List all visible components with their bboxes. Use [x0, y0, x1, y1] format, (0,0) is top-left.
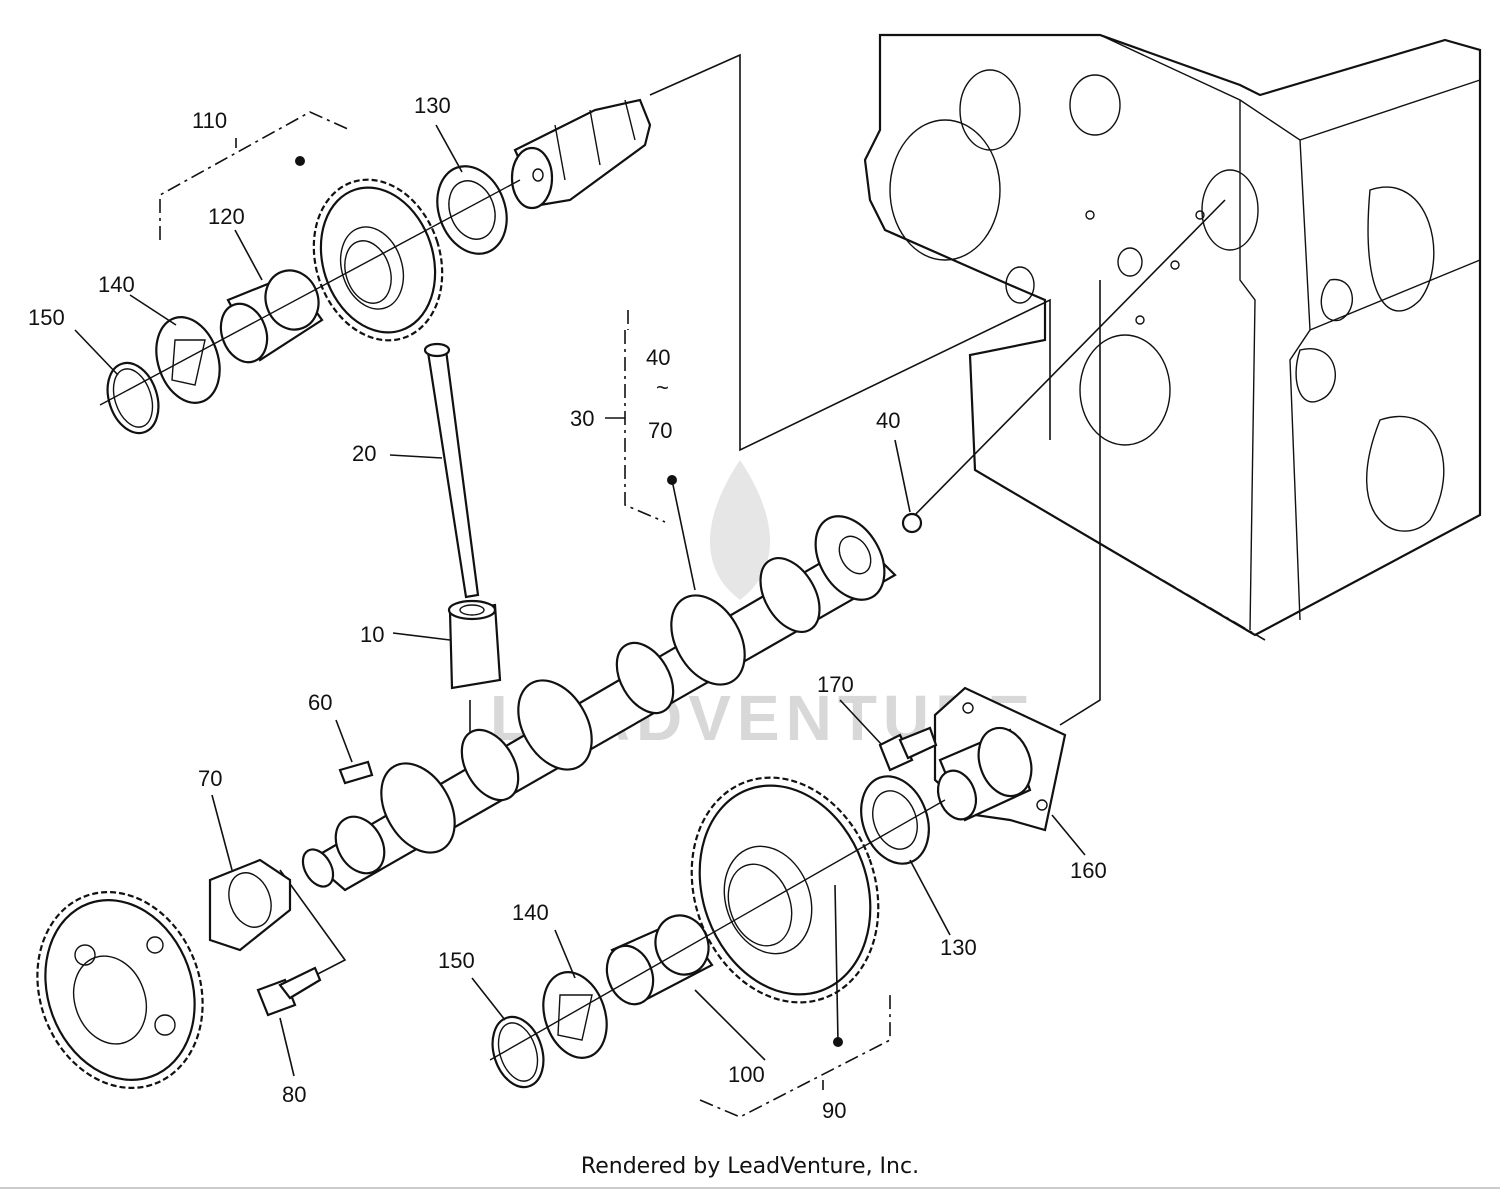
label-20: 20 — [352, 441, 376, 466]
camshaft-30 — [301, 512, 923, 892]
label-140-bottom: 140 — [512, 900, 549, 925]
label-70: 70 — [198, 766, 222, 791]
footer-credit: Rendered by LeadVenture, Inc. — [580, 1154, 920, 1179]
leaders — [74, 124, 1086, 1090]
thrust-washer-130-top — [436, 165, 508, 255]
bushing-100 — [605, 914, 714, 1006]
label-30: 30 — [570, 406, 594, 431]
label-130-top: 130 — [414, 93, 451, 118]
bushing-120 — [219, 269, 324, 364]
reference-dot-110 — [295, 156, 305, 166]
thrust-washer-140-top — [155, 316, 221, 404]
label-140-top: 140 — [98, 272, 135, 297]
label-10: 10 — [360, 622, 384, 647]
label-80: 80 — [282, 1082, 306, 1107]
camshaft-exploded-view: LEADVENTURE — [28, 33, 1482, 1123]
cam-gear — [36, 891, 204, 1089]
bolt-80 — [256, 966, 322, 1017]
bottom-divider — [0, 1187, 1500, 1189]
label-100: 100 — [728, 1062, 765, 1087]
label-70-range: 70 — [648, 418, 672, 443]
label-150-top: 150 — [28, 305, 65, 330]
axis-line-top — [99, 179, 521, 406]
steel-ball-40 — [901, 512, 923, 534]
thrust-washer-140-bottom — [542, 971, 608, 1059]
label-160: 160 — [1070, 858, 1107, 883]
engine-block — [863, 33, 1482, 637]
label-150-bottom: 150 — [438, 948, 475, 973]
thrust-plate-70 — [208, 858, 292, 952]
label-90: 90 — [822, 1098, 846, 1123]
label-40: 40 — [876, 408, 900, 433]
snap-ring-150-top — [106, 361, 160, 435]
axis-line-bottom — [489, 799, 946, 1061]
key-60 — [338, 760, 374, 785]
label-130-bottom: 130 — [940, 935, 977, 960]
push-rod-20 — [423, 342, 480, 599]
idler-gear-90 — [690, 776, 880, 1004]
idler-shaft — [510, 98, 652, 210]
reference-dot-90 — [833, 1037, 843, 1047]
range-tilde: ~ — [656, 375, 669, 400]
label-60: 60 — [308, 690, 332, 715]
label-120: 120 — [208, 204, 245, 229]
label-110: 110 — [192, 108, 227, 133]
tappet-10 — [447, 599, 502, 690]
snap-ring-150-bottom — [491, 1015, 545, 1089]
reference-dot-30 — [667, 475, 677, 485]
bolt-170 — [878, 726, 938, 772]
idler-shaft-160 — [933, 686, 1067, 832]
watermark-flame-icon — [710, 460, 770, 600]
idler-gear-110 — [312, 178, 444, 342]
label-170: 170 — [817, 672, 854, 697]
label-40-range: 40 — [646, 345, 670, 370]
callouts: 110 120 140 150 130 20 10 30 40 ~ 70 40 … — [28, 93, 1107, 1123]
